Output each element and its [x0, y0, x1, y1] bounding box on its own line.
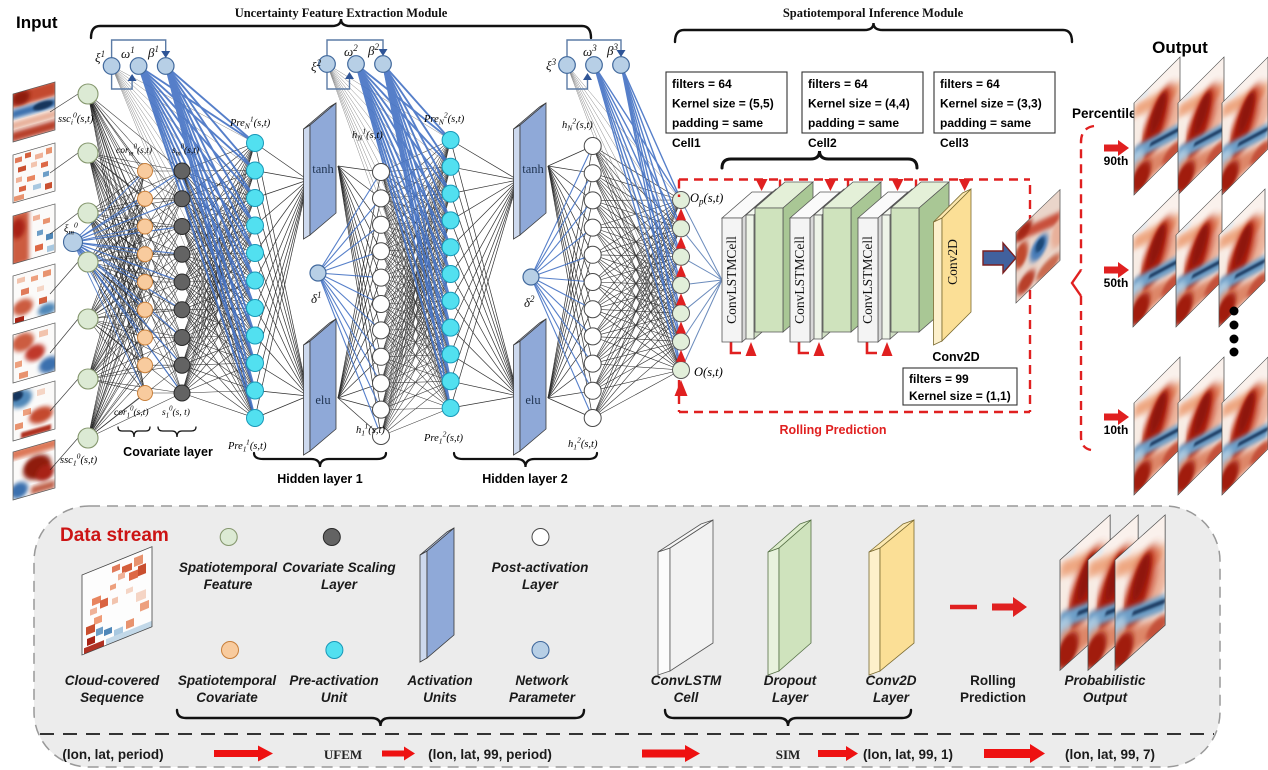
svg-text:ConvLSTMCell: ConvLSTMCell: [724, 236, 739, 324]
svg-text:Network: Network: [515, 673, 570, 688]
svg-text:Layer: Layer: [873, 690, 910, 705]
svg-text:tanh: tanh: [522, 162, 544, 176]
svg-text:filters = 99: filters = 99: [909, 372, 969, 386]
svg-text:Cloud-covered: Cloud-covered: [65, 673, 160, 688]
svg-text:90th: 90th: [1104, 154, 1129, 168]
svg-text:Probabilistic: Probabilistic: [1064, 673, 1146, 688]
svg-text:Cell1: Cell1: [672, 136, 701, 150]
svg-text:Layer: Layer: [772, 690, 809, 705]
svg-text:β1: β1: [147, 44, 159, 60]
svg-text:Data stream: Data stream: [60, 525, 169, 546]
svg-text:Layer: Layer: [321, 577, 358, 592]
svg-text:ConvLSTMCell: ConvLSTMCell: [860, 236, 875, 324]
svg-text:δ1: δ1: [311, 290, 322, 306]
svg-text:Prediction: Prediction: [960, 690, 1026, 705]
svg-text:Conv2D: Conv2D: [945, 239, 960, 285]
svg-text:Cell2: Cell2: [808, 136, 837, 150]
svg-text:ξ2: ξ2: [311, 58, 322, 74]
svg-text:ConvLSTMCell: ConvLSTMCell: [792, 236, 807, 324]
svg-text:ssci0(s,t): ssci0(s,t): [58, 111, 94, 127]
svg-text:(lon, lat, 99, 1): (lon, lat, 99, 1): [863, 747, 953, 762]
svg-text:Spatiotemporal Inference Modul: Spatiotemporal Inference Module: [783, 6, 964, 20]
svg-text:Input: Input: [16, 13, 58, 32]
svg-text:Units: Units: [423, 690, 457, 705]
svg-text:Rolling Prediction: Rolling Prediction: [780, 423, 887, 437]
svg-text:Hidden layer 1: Hidden layer 1: [277, 472, 362, 486]
svg-text:elu: elu: [525, 393, 541, 407]
svg-text:padding = same: padding = same: [672, 116, 763, 130]
svg-text:Pre11(s,t): Pre11(s,t): [227, 438, 267, 454]
svg-text:Spatiotemporal: Spatiotemporal: [178, 673, 277, 688]
svg-text:Layer: Layer: [522, 577, 559, 592]
svg-text:Activation: Activation: [406, 673, 472, 688]
svg-text:Cell: Cell: [674, 690, 699, 705]
svg-text:Rolling: Rolling: [970, 673, 1016, 688]
svg-text:padding = same: padding = same: [808, 116, 899, 130]
svg-text:PreN2(s,t): PreN2(s,t): [423, 111, 465, 127]
svg-text:Feature: Feature: [204, 577, 253, 592]
svg-text:Output: Output: [1152, 38, 1208, 57]
svg-text:Conv2D: Conv2D: [865, 673, 916, 688]
svg-text:UFEM: UFEM: [324, 747, 362, 762]
svg-text:ConvLSTM: ConvLSTM: [651, 673, 722, 688]
svg-text:SIM: SIM: [776, 747, 801, 762]
svg-text:O(s,t): O(s,t): [694, 365, 723, 379]
svg-text:(lon, lat, 99, period): (lon, lat, 99, period): [428, 747, 552, 762]
svg-text:padding = same: padding = same: [940, 116, 1031, 130]
svg-text:Sequence: Sequence: [80, 690, 144, 705]
svg-text:Hidden layer 2: Hidden layer 2: [482, 472, 567, 486]
svg-text:Uncertainty Feature Extraction: Uncertainty Feature Extraction Module: [235, 6, 448, 20]
svg-text:filters = 64: filters = 64: [940, 77, 1000, 91]
svg-text:filters = 64: filters = 64: [808, 77, 868, 91]
svg-text:PreN1(s,t): PreN1(s,t): [229, 115, 271, 131]
svg-text:filters = 64: filters = 64: [672, 77, 732, 91]
svg-text:(lon, lat, period): (lon, lat, period): [62, 747, 163, 762]
svg-text:50th: 50th: [1104, 276, 1129, 290]
svg-text:Dropout: Dropout: [764, 673, 817, 688]
svg-text:Conv2D: Conv2D: [932, 350, 979, 364]
svg-text:Cell3: Cell3: [940, 136, 969, 150]
svg-text:Covariate: Covariate: [196, 690, 258, 705]
svg-text:ξ3: ξ3: [546, 57, 557, 73]
svg-text:Covariate layer: Covariate layer: [123, 445, 213, 459]
svg-text:Kernel size = (1,1): Kernel size = (1,1): [909, 389, 1011, 403]
svg-text:Percentile: Percentile: [1072, 106, 1137, 121]
svg-text:Pre-activation: Pre-activation: [289, 673, 378, 688]
svg-text:ξ1: ξ1: [95, 49, 105, 65]
svg-text:Output: Output: [1083, 690, 1128, 705]
svg-text:Post-activation: Post-activation: [492, 560, 589, 575]
svg-text:elu: elu: [315, 393, 331, 407]
svg-text:Pre12(s,t): Pre12(s,t): [423, 430, 464, 446]
svg-text:Kernel size = (5,5): Kernel size = (5,5): [672, 97, 774, 111]
svg-text:s10(s, t): s10(s, t): [162, 406, 190, 420]
svg-text:Covariate Scaling: Covariate Scaling: [282, 560, 396, 575]
svg-text:δ2: δ2: [524, 294, 535, 310]
svg-text:Kernel size = (4,4): Kernel size = (4,4): [808, 97, 910, 111]
svg-text:tanh: tanh: [312, 162, 334, 176]
svg-text:Unit: Unit: [321, 690, 348, 705]
svg-text:Kernel size = (3,3): Kernel size = (3,3): [940, 97, 1042, 111]
svg-text:Op(s,t): Op(s,t): [690, 191, 723, 207]
svg-text:Parameter: Parameter: [509, 690, 576, 705]
svg-text:ssc10(s,t): ssc10(s,t): [60, 452, 98, 468]
svg-text:Spatiotemporal: Spatiotemporal: [179, 560, 278, 575]
svg-text:10th: 10th: [1104, 423, 1129, 437]
svg-text:(lon, lat, 99, 7): (lon, lat, 99, 7): [1065, 747, 1155, 762]
